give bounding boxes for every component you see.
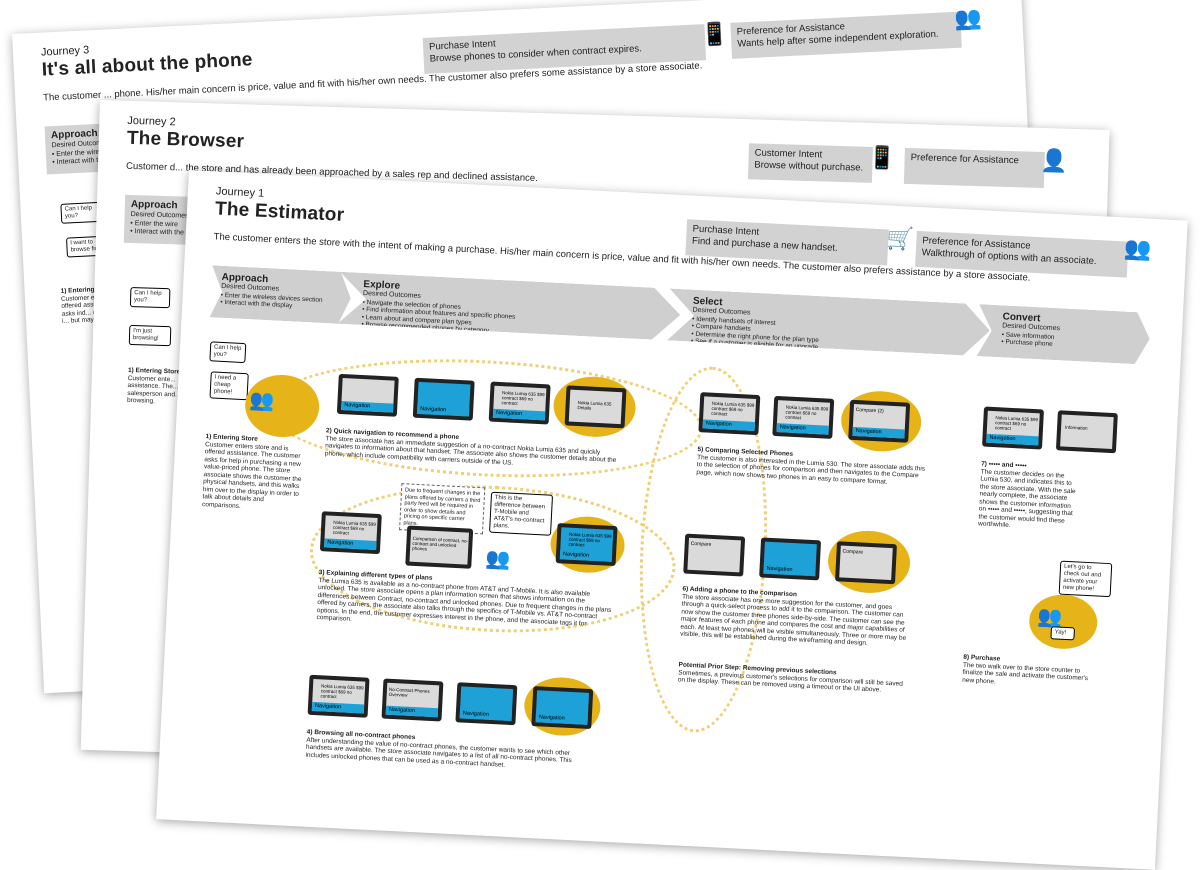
nav-bar[interactable]: Navigation [852, 426, 905, 439]
display-screen[interactable]: Nokia Lumia 635 $99 contract $69 no cont… [319, 511, 382, 555]
nav-bar[interactable]: Navigation [324, 538, 377, 550]
phone-icon: 📱 [868, 144, 897, 171]
phase-convert: Convert Desired Outcomes • Save informat… [977, 304, 1151, 365]
display-screen[interactable]: Navigation [412, 377, 475, 421]
journey-label: Journey 1 [215, 185, 265, 200]
nav-bar[interactable]: Navigation [986, 433, 1039, 446]
phone-card: Nokia Lumia 635 $99 contract $69 no cont… [568, 531, 612, 548]
preference-box: Preference for Assistance Wants help aft… [730, 11, 962, 59]
display-screen[interactable]: Nokia Lumia 635 $99 contract $69 no cont… [698, 392, 761, 436]
plan-screen-label: Comparison of contract, no-contract and … [412, 535, 469, 552]
step-text: After understanding the value of no-cont… [305, 736, 572, 769]
reply-bubble: I need a cheap phone! [209, 371, 249, 401]
step-text: The Lumia 635 is available as a no-contr… [316, 576, 612, 628]
journey-path [264, 349, 706, 488]
display-screen[interactable]: Information [1055, 410, 1118, 454]
display-screen[interactable]: Navigation [759, 537, 822, 581]
speech-bubble: This is the difference between T-Mobile … [489, 491, 554, 536]
nav-bar[interactable]: Navigation [702, 419, 755, 431]
speech-bubble: Let's go to check out and activate your … [1058, 560, 1113, 598]
people-icon: 👥 [248, 389, 275, 413]
intent-box: Customer Intent Browse without purchase. [747, 143, 873, 183]
step-text: Customer enters store and is offered ass… [201, 440, 302, 510]
reply-bubble: Yay! [1050, 626, 1075, 641]
step-8: 8) Purchase The two walk over to the sto… [962, 654, 1093, 691]
display-screen[interactable]: Compare (2)Navigation [848, 399, 911, 443]
phone-card: Nokia Lumia 635 $99 contract $69 no cont… [711, 400, 755, 417]
nav-bar[interactable]: Navigation [535, 713, 588, 725]
display-screen[interactable]: Nokia Lumia 635 $99 contract $69 no cont… [488, 381, 551, 425]
phase-select: Select Desired Outcomes • Identify hands… [667, 288, 991, 356]
nav-bar[interactable]: Navigation [416, 404, 470, 417]
phone-card: Nokia Lumia 635 $99 contract $69 no cont… [501, 390, 545, 406]
reply-bubble: I'm just browsing! [128, 324, 172, 347]
phone-icon: 📱 [700, 21, 729, 48]
display-screen[interactable]: Navigation [455, 682, 518, 726]
phone-card: Nokia Lumia 635 $99 contract $69 no cont… [332, 519, 376, 536]
step-4: 4) Browsing all no-contract phones After… [305, 729, 586, 773]
phone-card: Nokia Lumia 635 $99 contract $69 no cont… [994, 415, 1039, 431]
nav-bar[interactable]: Navigation [341, 401, 394, 413]
display-screen[interactable]: Navigation [336, 373, 399, 417]
speech-bubble: Can I help you? [209, 341, 247, 364]
cart-icon: 🛒 [885, 225, 915, 252]
people-icon: 👥 [1123, 235, 1153, 262]
journey-label: Journey 3 [40, 44, 90, 59]
step-text: The two walk over to the store counter t… [962, 661, 1089, 685]
display-screen[interactable]: Comparison of contract, no-contract and … [405, 525, 474, 569]
journey-label: Journey 2 [127, 114, 176, 129]
information-label: Information [1064, 424, 1088, 431]
compare-label[interactable]: Compare [842, 548, 864, 556]
nav-bar[interactable]: Navigation [763, 564, 816, 577]
step-7: 7) ••••• and ••••• The customer decides … [978, 460, 1081, 532]
phone-card: Nokia Lumia 635 $99 contract $69 no cont… [785, 404, 829, 421]
display-screen[interactable]: Nokia Lumia 635 $99 contract $69 no cont… [772, 395, 835, 439]
phase-approach: Approach Desired Outcomes • Enter the wi… [210, 265, 352, 324]
display-screen[interactable]: Nokia Lumia 635 $99 contract $69 no cont… [307, 674, 370, 718]
person-icon: 👤 [1040, 147, 1069, 174]
intent-text: Browse without purchase. [754, 159, 864, 174]
nav-bar[interactable]: Navigation [559, 550, 613, 562]
display-screen[interactable]: Nokia Lumia 635 Details [564, 385, 627, 429]
journey-title: The Estimator [214, 198, 345, 226]
people-icon: 👥 [485, 547, 512, 571]
phase-explore: Explore Desired Outcomes • Navigate the … [337, 272, 681, 341]
step-text: The customer decides on the Lumia 530, a… [977, 467, 1076, 530]
nav-bar[interactable]: Navigation [776, 423, 829, 435]
journey-1-sheet: Journey 1 The Estimator The customer ent… [156, 170, 1188, 870]
people-icon: 👥 [953, 4, 983, 31]
step-text: The store associate has one more suggest… [679, 592, 907, 647]
preference-title: Preference for Assistance [910, 152, 1020, 167]
display-screen[interactable]: Nokia Lumia 635 $99 contract $69 no cont… [555, 523, 618, 567]
speech-bubble: Can I help you? [129, 286, 171, 309]
display-screen[interactable]: Compare [683, 533, 746, 577]
step-1: 1) Entering Store Customer enters store … [202, 433, 306, 513]
nav-bar[interactable]: Navigation [385, 705, 439, 718]
nav-bar[interactable]: Navigation [311, 701, 365, 714]
display-screen[interactable]: Nokia Lumia 635 $99 contract $69 no cont… [982, 406, 1044, 450]
nav-bar[interactable]: Navigation [459, 709, 512, 722]
display-screen[interactable]: Navigation [531, 686, 594, 730]
compare-label[interactable]: Compare [690, 540, 712, 548]
preference-box: Preference for Assistance [903, 147, 1045, 189]
nav-bar[interactable]: Navigation [492, 408, 546, 421]
journey-title: The Browser [126, 127, 245, 153]
step-text: Customer ente... assistance. The... sale… [126, 374, 181, 405]
phone-card: Nokia Lumia 635 $99 contract $69 no cont… [320, 683, 364, 700]
display-screen[interactable]: Compare [835, 541, 897, 585]
